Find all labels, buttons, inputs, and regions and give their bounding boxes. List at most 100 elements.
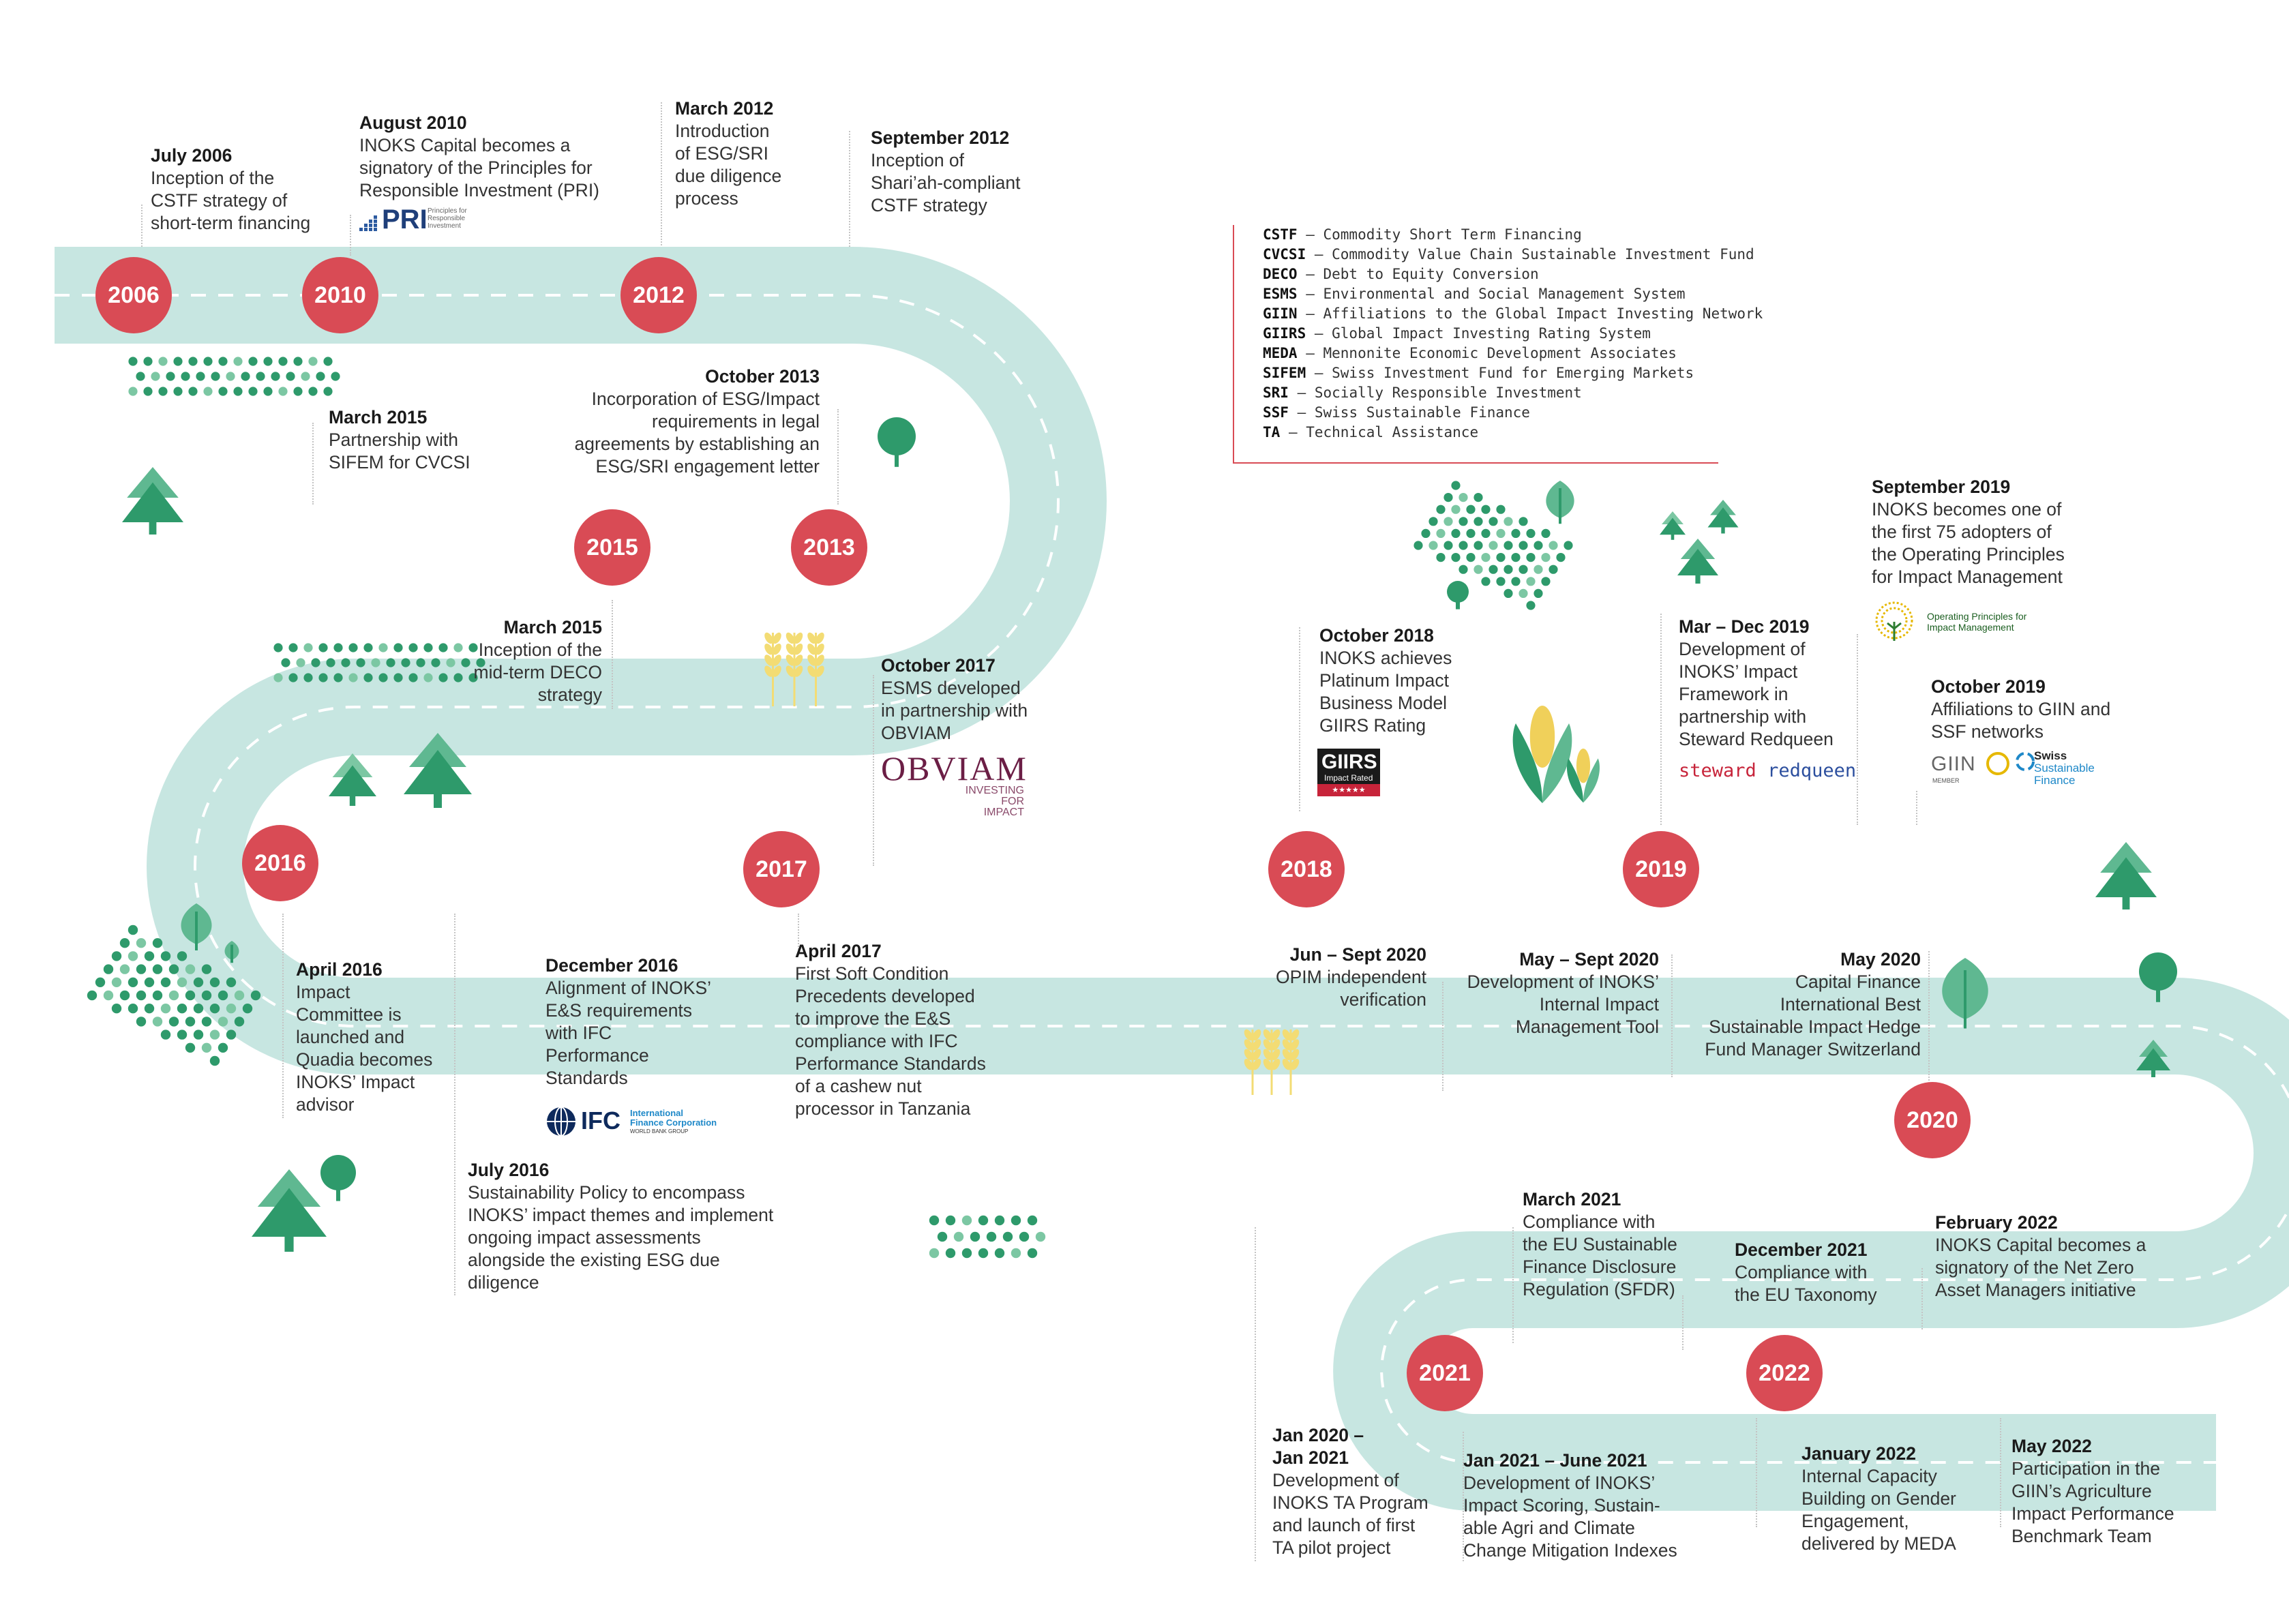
dot — [1466, 505, 1476, 514]
wheat-grain — [786, 665, 795, 677]
dot — [136, 372, 145, 381]
glossary-def: – Affiliations to the Global Impact Inve… — [1297, 305, 1763, 322]
dot — [173, 357, 183, 366]
glossary-item: SIFEM – Swiss Investment Fund for Emergi… — [1263, 363, 1694, 383]
event-2016-apr: April 2016 Impact Committee is launched … — [296, 959, 432, 1116]
dot — [1541, 553, 1551, 562]
dot — [1027, 1248, 1038, 1259]
event-2021-dec: December 2021 Compliance with the EU Tax… — [1735, 1239, 1877, 1306]
wheat-grain — [1271, 1049, 1281, 1060]
dot — [188, 387, 198, 396]
dot — [136, 938, 147, 948]
dot — [318, 673, 328, 682]
dot — [929, 1248, 940, 1259]
event-body: Internal Capacity Building on Gender Eng… — [1801, 1466, 1956, 1554]
dot — [978, 1248, 989, 1259]
tree-bottom — [2095, 857, 2157, 897]
dot — [393, 673, 403, 682]
opim-sun-icon — [1875, 601, 1913, 641]
wheat-grain — [807, 655, 816, 666]
event-title: July 2016 — [468, 1160, 550, 1180]
dot — [1503, 565, 1513, 574]
dot — [348, 673, 358, 682]
giin-logo: GIIN MEMBER — [1931, 750, 2020, 788]
dot — [1526, 553, 1536, 562]
dot — [408, 643, 418, 652]
dot — [1541, 577, 1551, 586]
dot — [233, 387, 243, 396]
dot — [278, 357, 288, 366]
tree-icon — [181, 903, 212, 950]
tree-icon — [320, 1155, 356, 1201]
glossary-abbr: CSTF — [1263, 226, 1298, 243]
corn-leaf — [1542, 723, 1572, 803]
glossary-def: – Swiss Sustainable Finance — [1288, 404, 1530, 421]
event-2020-may-sept: May – Sept 2020 Development of INOKS’ In… — [1437, 948, 1659, 1038]
event-title: February 2022 — [1935, 1212, 2058, 1233]
event-body: Inception of the mid-term DECO strategy — [473, 640, 602, 705]
tree-icon — [224, 941, 239, 963]
dot — [1496, 528, 1506, 539]
event-body: INOKS Capital becomes a signatory of the… — [359, 135, 600, 200]
pri-logo-text: PRI — [382, 205, 428, 235]
giirs-logo-sub: Impact Rated — [1324, 773, 1373, 783]
dot — [201, 964, 212, 974]
wheat-grain — [1252, 1059, 1261, 1070]
event-title: April 2016 — [296, 959, 383, 980]
dot — [201, 990, 212, 1001]
dot — [152, 964, 163, 974]
dot — [1458, 541, 1468, 550]
ifc-logo-sub: WORLD BANK GROUP — [630, 1128, 689, 1134]
glossary-abbr: SRI — [1263, 385, 1289, 401]
glossary-abbr: TA — [1263, 424, 1281, 440]
connector — [1756, 1418, 1757, 1527]
dot — [1526, 577, 1536, 586]
dot — [1481, 553, 1491, 562]
dot — [316, 372, 325, 381]
dot — [1534, 565, 1543, 574]
tree-bottom — [122, 482, 183, 522]
dot — [1451, 505, 1461, 514]
tree-top — [320, 1155, 356, 1190]
tree-bottom — [1707, 507, 1739, 528]
ssf-text: Swiss — [2034, 749, 2067, 762]
event-title: Jan 2021 – June 2021 — [1463, 1450, 1647, 1471]
wheat-grain — [1244, 1049, 1253, 1060]
dot — [1526, 601, 1536, 610]
dot — [961, 1215, 972, 1226]
event-body: Introduction of ESG/SRI due diligence pr… — [675, 121, 782, 209]
dot — [1451, 553, 1461, 562]
dot — [288, 673, 298, 682]
dot — [248, 357, 258, 366]
event-body: Participation in the GIIN’s Agriculture … — [2011, 1458, 2174, 1546]
tree-trunk — [284, 1233, 294, 1252]
dot — [193, 1029, 204, 1040]
dot — [1473, 517, 1483, 526]
dot — [423, 673, 433, 682]
pri-logo-sub: Principles for — [428, 207, 467, 215]
tree-icon — [878, 417, 916, 467]
dot — [1534, 541, 1543, 550]
wheat-grain — [764, 655, 773, 666]
glossary-item: DECO – Debt to Equity Conversion — [1263, 265, 1539, 284]
dot — [945, 1248, 956, 1259]
event-2016-dec: December 2016 Alignment of INOKS’ E&S re… — [545, 954, 711, 1089]
dot — [311, 658, 320, 667]
event-title: September 2019 — [1872, 477, 2011, 497]
dot — [1488, 541, 1498, 550]
glossary-abbr: MEDA — [1263, 345, 1298, 361]
event-2021-jan-june: Jan 2021 – June 2021 Development of INOK… — [1463, 1449, 1677, 1562]
decorative-dots — [87, 357, 1573, 1259]
dot — [438, 643, 448, 652]
ifc-logo-sub: Finance Corporation — [630, 1117, 717, 1128]
glossary-item: SRI – Socially Responsible Investment — [1263, 383, 1582, 403]
event-body: ESMS developed in partnership with OBVIA… — [881, 678, 1028, 743]
wheat-grain — [1263, 1029, 1272, 1041]
dot — [193, 1004, 204, 1014]
event-title: September 2012 — [871, 127, 1010, 148]
dot — [1511, 553, 1521, 562]
obviam-logo: OBVIAM INVESTING FOR IMPACT — [881, 750, 1026, 818]
dot — [242, 1004, 253, 1014]
dot — [95, 977, 106, 988]
dot — [234, 990, 245, 1001]
